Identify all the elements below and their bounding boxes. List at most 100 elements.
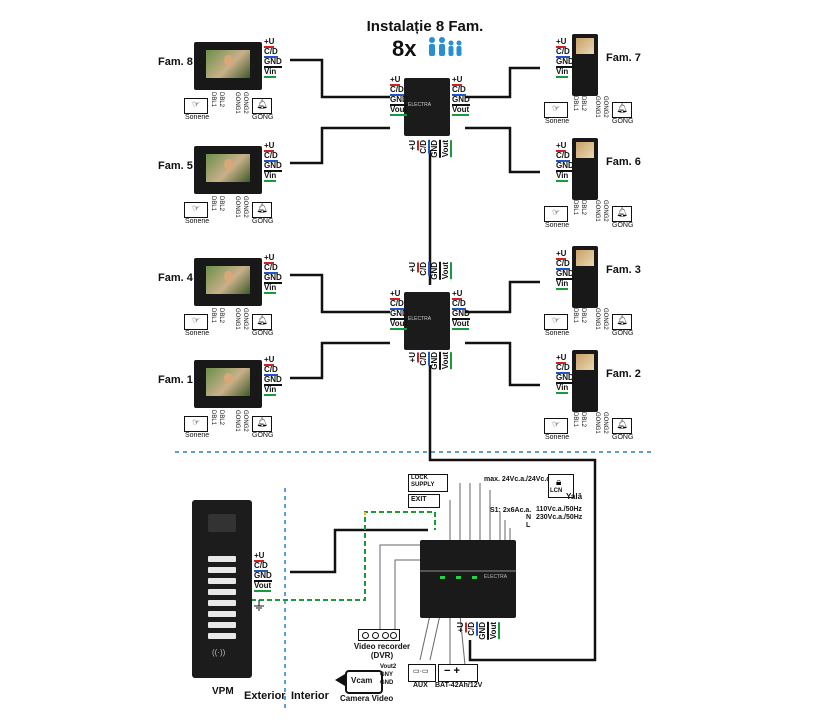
gong-label: GONG [252, 330, 274, 337]
monitor-terminal-1: C/D [556, 363, 570, 374]
lock-box: 🔒︎ LCN [548, 474, 574, 498]
panel-terminal-0: +U [254, 551, 265, 562]
gong-icon: 🔔︎ [612, 314, 632, 330]
lock-voltage-label: max. 24Vc.a./24Vc.c. [484, 476, 553, 483]
gong-icon: 🔔︎ [252, 416, 272, 432]
dist-terminal-right-top-3: Vout [452, 105, 470, 116]
call-button[interactable] [208, 567, 236, 573]
dist-terminal-right-top-3: Vout [452, 319, 470, 330]
family-label-2: Fam. 4 [158, 272, 193, 284]
camera-lens [208, 514, 236, 532]
call-button[interactable] [208, 578, 236, 584]
gong-pin-2: GONG2 [602, 200, 608, 222]
monitor-terminal-2: GND [264, 161, 282, 172]
dist-terminal-left-top-3: Vout [390, 105, 408, 116]
dist-terminal-top-3: Vout [441, 262, 452, 280]
bell-icon: ☞ [184, 98, 208, 114]
gong-icon: 🔔︎ [612, 418, 632, 434]
gong-pin-2: GONG2 [242, 308, 248, 330]
monitor-terminal-1: C/D [264, 365, 278, 376]
monitor-terminal-0: +U [264, 37, 275, 48]
call-button[interactable] [208, 633, 236, 639]
mains-l: L [526, 522, 531, 529]
dbl-label-1: DBL1 [210, 410, 216, 426]
dbl-label-1: DBL1 [210, 196, 216, 212]
family-label-7: Fam. 2 [606, 368, 641, 380]
gong-pin-1: GONG1 [594, 412, 600, 434]
dbl-label-2: DBL2 [218, 410, 224, 426]
bell-label: Sonerie [545, 118, 570, 125]
dbl-label-2: DBL2 [218, 308, 224, 324]
dbl-label-2: DBL2 [580, 412, 586, 428]
gong-label: GONG [612, 434, 634, 441]
bell-icon: ☞ [544, 418, 568, 434]
visitor-face [224, 373, 233, 384]
bus-lines [290, 58, 597, 662]
monitor-screen [576, 38, 594, 54]
dist-terminal-left-top-3: Vout [390, 319, 408, 330]
monitor-terminal-2: GND [264, 273, 282, 284]
monitor-terminal-0: +U [556, 249, 567, 260]
dist-terminal-left-top-1: C/D [390, 299, 404, 310]
call-button[interactable] [208, 556, 236, 562]
gong-label: GONG [612, 330, 634, 337]
gong-pin-1: GONG1 [234, 196, 240, 218]
camera-pin-vout2: Vout2 [380, 664, 397, 670]
panel-terminal-3: Vout [254, 581, 272, 592]
camera-lens-icon [335, 674, 345, 686]
camera-label: Camera Video [340, 694, 394, 703]
family-label-4: Fam. 7 [606, 52, 641, 64]
mains-n: N [526, 514, 532, 521]
gong-pin-1: GONG1 [594, 200, 600, 222]
dist-terminal-right-top-0: +U [452, 289, 463, 300]
bell-icon: ☞ [184, 314, 208, 330]
monitor-terminal-2: GND [556, 373, 574, 384]
call-button[interactable] [208, 622, 236, 628]
monitor-terminal-0: +U [556, 37, 567, 48]
monitor [572, 246, 598, 308]
dist-terminal-right-top-2: GND [452, 95, 470, 106]
monitor-screen [206, 50, 250, 78]
dist-terminal-top-1: C/D [419, 262, 430, 276]
dbl-label-1: DBL1 [210, 308, 216, 324]
dist-terminal-bottom-0: +U [408, 140, 419, 151]
monitor-terminal-3: Vin [264, 67, 277, 78]
dvr-box [358, 629, 400, 641]
monitor-terminal-0: +U [264, 355, 275, 366]
bell-icon: ☞ [544, 206, 568, 222]
dbl-label-1: DBL1 [572, 308, 578, 324]
gong-pin-1: GONG1 [234, 308, 240, 330]
gong-label: GONG [252, 432, 274, 439]
cu-terminal-0: +U [456, 622, 467, 633]
family-label-5: Fam. 6 [606, 156, 641, 168]
distributor-brand: ELECTRA [408, 316, 432, 322]
family-label-1: Fam. 5 [158, 160, 193, 172]
call-button[interactable] [208, 611, 236, 617]
monitor-terminal-3: Vin [264, 385, 277, 396]
exit-box: EXIT [408, 494, 440, 508]
monitor-screen [206, 368, 250, 396]
monitor-terminal-1: C/D [556, 259, 570, 270]
monitor-terminal-1: C/D [264, 151, 278, 162]
dist-terminal-right-top-2: GND [452, 309, 470, 320]
gong-pin-2: GONG2 [242, 410, 248, 432]
distributor: ELECTRA [404, 78, 450, 136]
battery-label: BAT-42Ah/12V [435, 682, 483, 689]
bell-label: Sonerie [185, 330, 210, 337]
dbl-label-1: DBL1 [572, 200, 578, 216]
door-panel: ((·)) [192, 500, 252, 678]
dist-terminal-bottom-3: Vout [441, 140, 452, 158]
control-brand: ELECTRA [484, 574, 508, 580]
panel-terminal-2: GND [254, 571, 272, 582]
gong-label: GONG [252, 218, 274, 225]
call-button[interactable] [208, 600, 236, 606]
dbl-label-1: DBL1 [210, 92, 216, 108]
dvr-label: Video recorder (DVR) [353, 642, 411, 660]
monitor [194, 258, 262, 306]
call-button[interactable] [208, 589, 236, 595]
dist-terminal-right-top-1: C/D [452, 85, 466, 96]
bell-label: Sonerie [185, 432, 210, 439]
dbl-label-2: DBL2 [580, 96, 586, 112]
gong-icon: 🔔︎ [252, 314, 272, 330]
